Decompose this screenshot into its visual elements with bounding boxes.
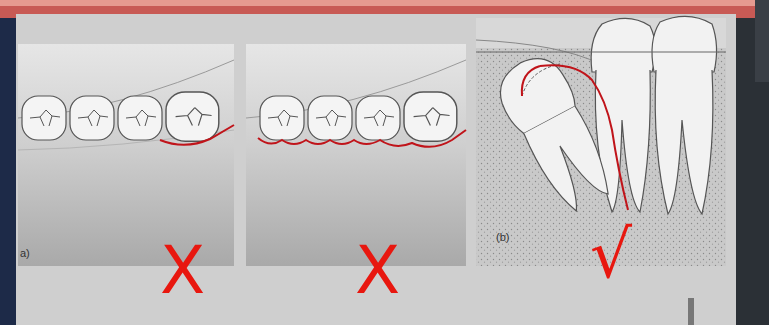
cross-mark: X xyxy=(355,238,400,304)
cross-mark: X xyxy=(160,238,205,304)
panel-label: (b) xyxy=(496,232,509,243)
check-mark: √ xyxy=(590,222,632,288)
panel-label: a) xyxy=(20,248,30,259)
